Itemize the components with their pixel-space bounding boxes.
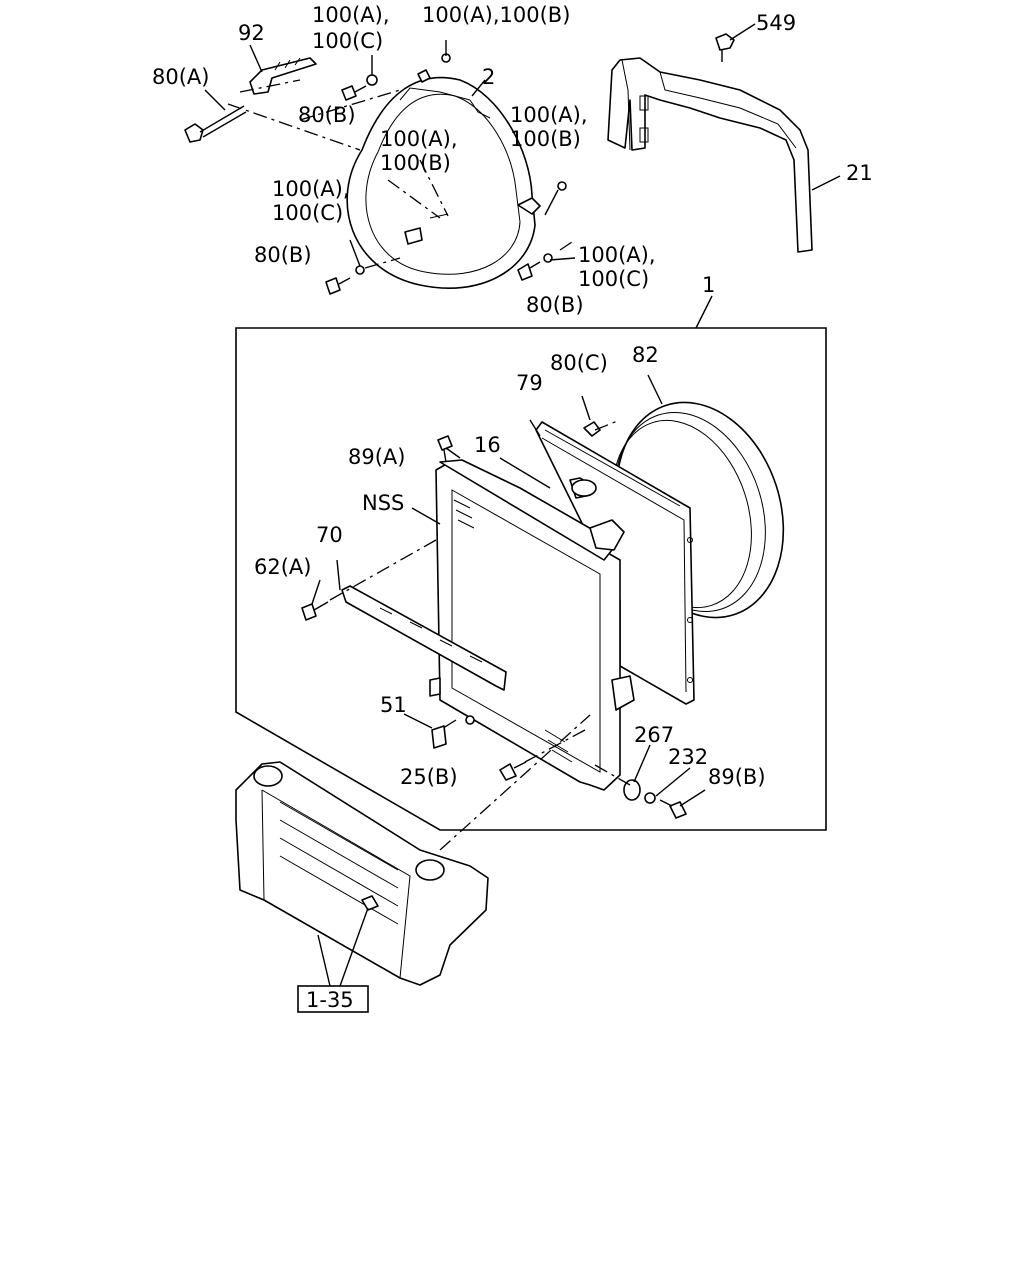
radiator-core [429, 459, 635, 791]
label-100c-low: 100(C) [578, 267, 649, 291]
clip-549 [715, 33, 735, 62]
label-100a-left: 100(A), [272, 177, 350, 201]
label-89a: 89(A) [348, 445, 405, 469]
label-100b-mid: 100(B) [380, 151, 451, 175]
callout-labels: 92 100(A), 100(A),100(B) 100(C) 549 80(A… [152, 3, 873, 1012]
small-fasteners-top [325, 53, 567, 295]
bracket-70 [341, 585, 507, 691]
leader-lines-top [204, 23, 841, 269]
label-100c-top: 100(C) [312, 29, 383, 53]
label-100a-top: 100(A), [312, 3, 390, 27]
label-100a-100b-top: 100(A),100(B) [422, 3, 570, 27]
label-79: 79 [516, 371, 543, 395]
bolt-80a [184, 105, 247, 143]
label-70: 70 [316, 523, 343, 547]
label-100a-right: 100(A), [510, 103, 588, 127]
label-100a-mid: 100(A), [380, 127, 458, 151]
label-16: 16 [474, 433, 501, 457]
reference-box [297, 907, 369, 1013]
label-80b-top: 80(B) [298, 103, 356, 127]
label-232: 232 [668, 745, 708, 769]
fasteners-main [301, 421, 687, 819]
assembly-frame [235, 295, 827, 831]
label-89b: 89(B) [708, 765, 766, 789]
label-21: 21 [846, 161, 873, 185]
label-80c: 80(C) [550, 351, 608, 375]
label-100a-low: 100(A), [578, 243, 656, 267]
label-100b-right: 100(B) [510, 127, 581, 151]
bracket-92 [249, 57, 317, 95]
label-267: 267 [634, 723, 674, 747]
label-80b-low: 80(B) [526, 293, 584, 317]
label-25b: 25(B) [400, 765, 458, 789]
label-92: 92 [238, 21, 265, 45]
label-nss: NSS [362, 491, 404, 515]
leader-lines-main [311, 374, 706, 851]
label-100c-left: 100(C) [272, 201, 343, 225]
upper-bracket [607, 57, 813, 253]
label-ref-1-35: 1-35 [306, 988, 354, 1012]
label-51: 51 [380, 693, 407, 717]
label-549: 549 [756, 11, 796, 35]
label-2: 2 [482, 65, 495, 89]
label-82: 82 [632, 343, 659, 367]
label-1: 1 [702, 273, 715, 297]
intercooler [235, 761, 489, 986]
label-62a: 62(A) [254, 555, 311, 579]
label-80a: 80(A) [152, 65, 209, 89]
label-80b-left: 80(B) [254, 243, 312, 267]
